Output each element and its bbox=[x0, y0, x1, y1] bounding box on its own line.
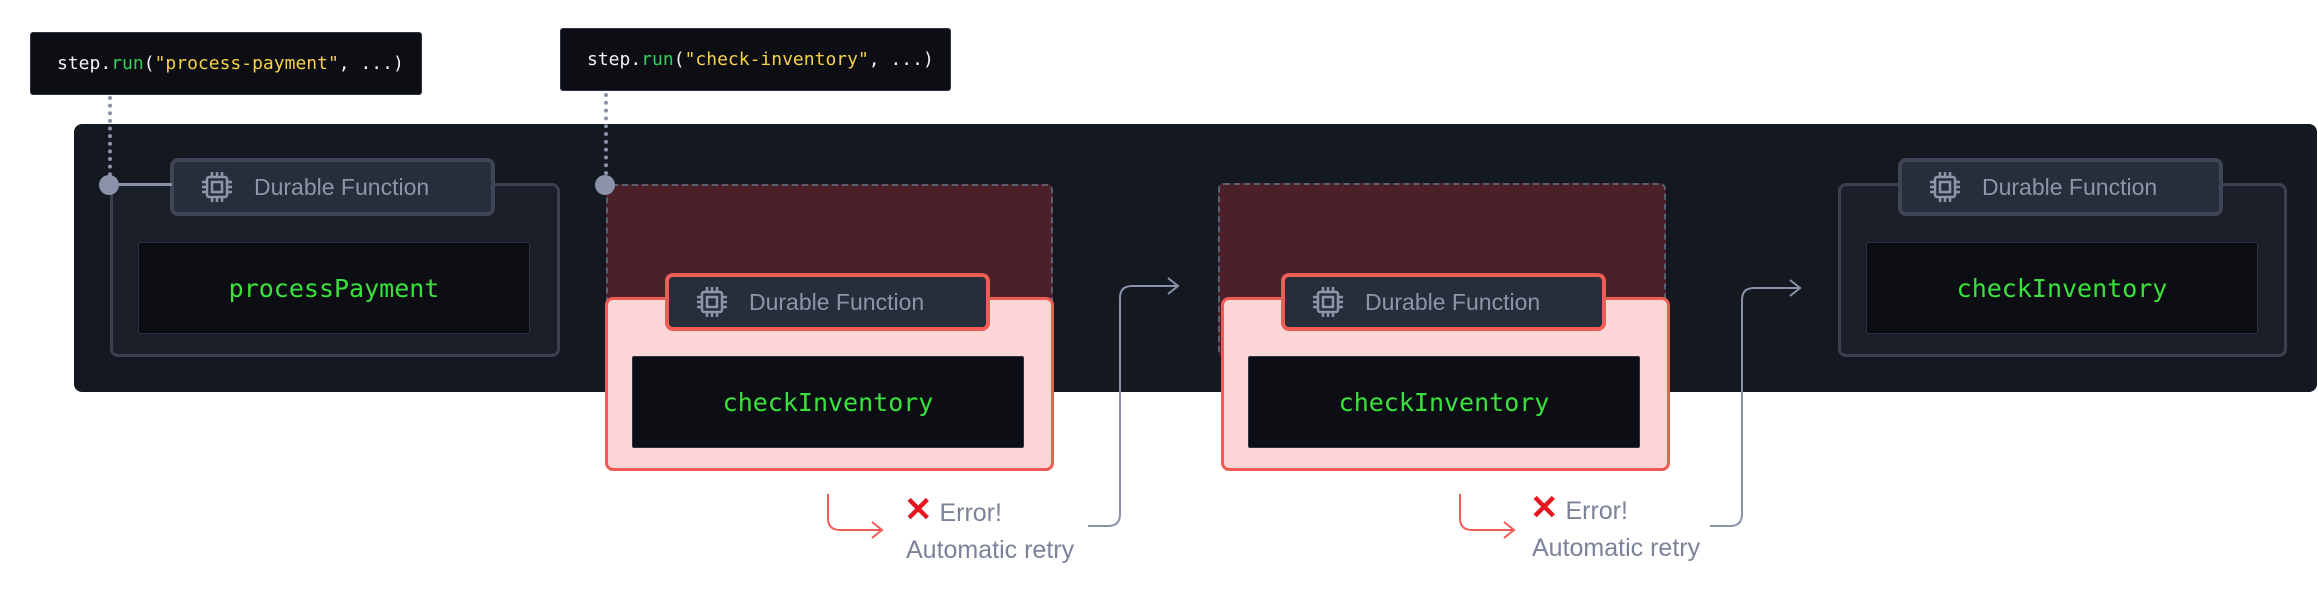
connector-dot bbox=[99, 175, 119, 195]
retry-arrow bbox=[1088, 277, 1180, 527]
error-text: Error! bbox=[1565, 497, 1628, 525]
code-dot: . bbox=[630, 49, 642, 70]
x-icon: ✕ bbox=[904, 491, 933, 529]
function-name-box: checkInventory bbox=[632, 356, 1024, 448]
code-snippet-process-payment: step.run("process-payment", ...) bbox=[30, 32, 422, 95]
function-name: checkInventory bbox=[1338, 387, 1550, 417]
code-paren: ( bbox=[673, 49, 685, 70]
chip-icon bbox=[697, 287, 727, 317]
code-snippet-check-inventory: step.run("check-inventory", ...) bbox=[560, 28, 951, 91]
durable-function-tag: Durable Function bbox=[170, 158, 495, 216]
code-rest: , ...) bbox=[868, 49, 934, 70]
code-object: step bbox=[57, 53, 101, 74]
error-label: ✕ Error! bbox=[1530, 488, 1628, 528]
error-text: Error! bbox=[939, 499, 1002, 527]
automatic-retry-label: Automatic retry bbox=[1532, 534, 1701, 562]
chip-icon bbox=[202, 172, 232, 202]
function-name-box: processPayment bbox=[138, 242, 530, 334]
automatic-retry-label: Automatic retry bbox=[906, 536, 1075, 564]
chip-icon bbox=[1930, 172, 1960, 202]
retry-arrow bbox=[1710, 279, 1802, 527]
tag-label: Durable Function bbox=[1982, 173, 2158, 200]
function-name-box: checkInventory bbox=[1866, 242, 2258, 334]
code-object: step bbox=[587, 49, 631, 70]
code-method: run bbox=[641, 49, 674, 70]
connector-dashed bbox=[108, 96, 112, 184]
durable-function-tag: Durable Function bbox=[1898, 158, 2223, 216]
error-label: ✕ Error! bbox=[904, 490, 1002, 530]
code-argument: "check-inventory" bbox=[684, 49, 869, 70]
x-icon: ✕ bbox=[1530, 489, 1559, 527]
function-name: checkInventory bbox=[722, 387, 934, 417]
tag-label: Durable Function bbox=[254, 173, 430, 200]
tag-label: Durable Function bbox=[1365, 288, 1541, 315]
function-name: checkInventory bbox=[1956, 273, 2168, 303]
code-argument: "process-payment" bbox=[154, 53, 339, 74]
code-method: run bbox=[111, 53, 144, 74]
durable-function-tag: Durable Function bbox=[1281, 273, 1606, 331]
error-arrow bbox=[827, 494, 884, 539]
connector-dashed bbox=[604, 93, 608, 183]
chip-icon bbox=[1313, 287, 1343, 317]
function-name-box: checkInventory bbox=[1248, 356, 1640, 448]
code-dot: . bbox=[100, 53, 112, 74]
tag-label: Durable Function bbox=[749, 288, 925, 315]
durable-function-tag: Durable Function bbox=[665, 273, 990, 331]
connector-dot bbox=[595, 175, 615, 195]
error-arrow bbox=[1459, 494, 1516, 539]
code-rest: , ...) bbox=[338, 53, 404, 74]
connector-line bbox=[118, 183, 172, 186]
function-name: processPayment bbox=[228, 273, 440, 303]
code-paren: ( bbox=[143, 53, 155, 74]
